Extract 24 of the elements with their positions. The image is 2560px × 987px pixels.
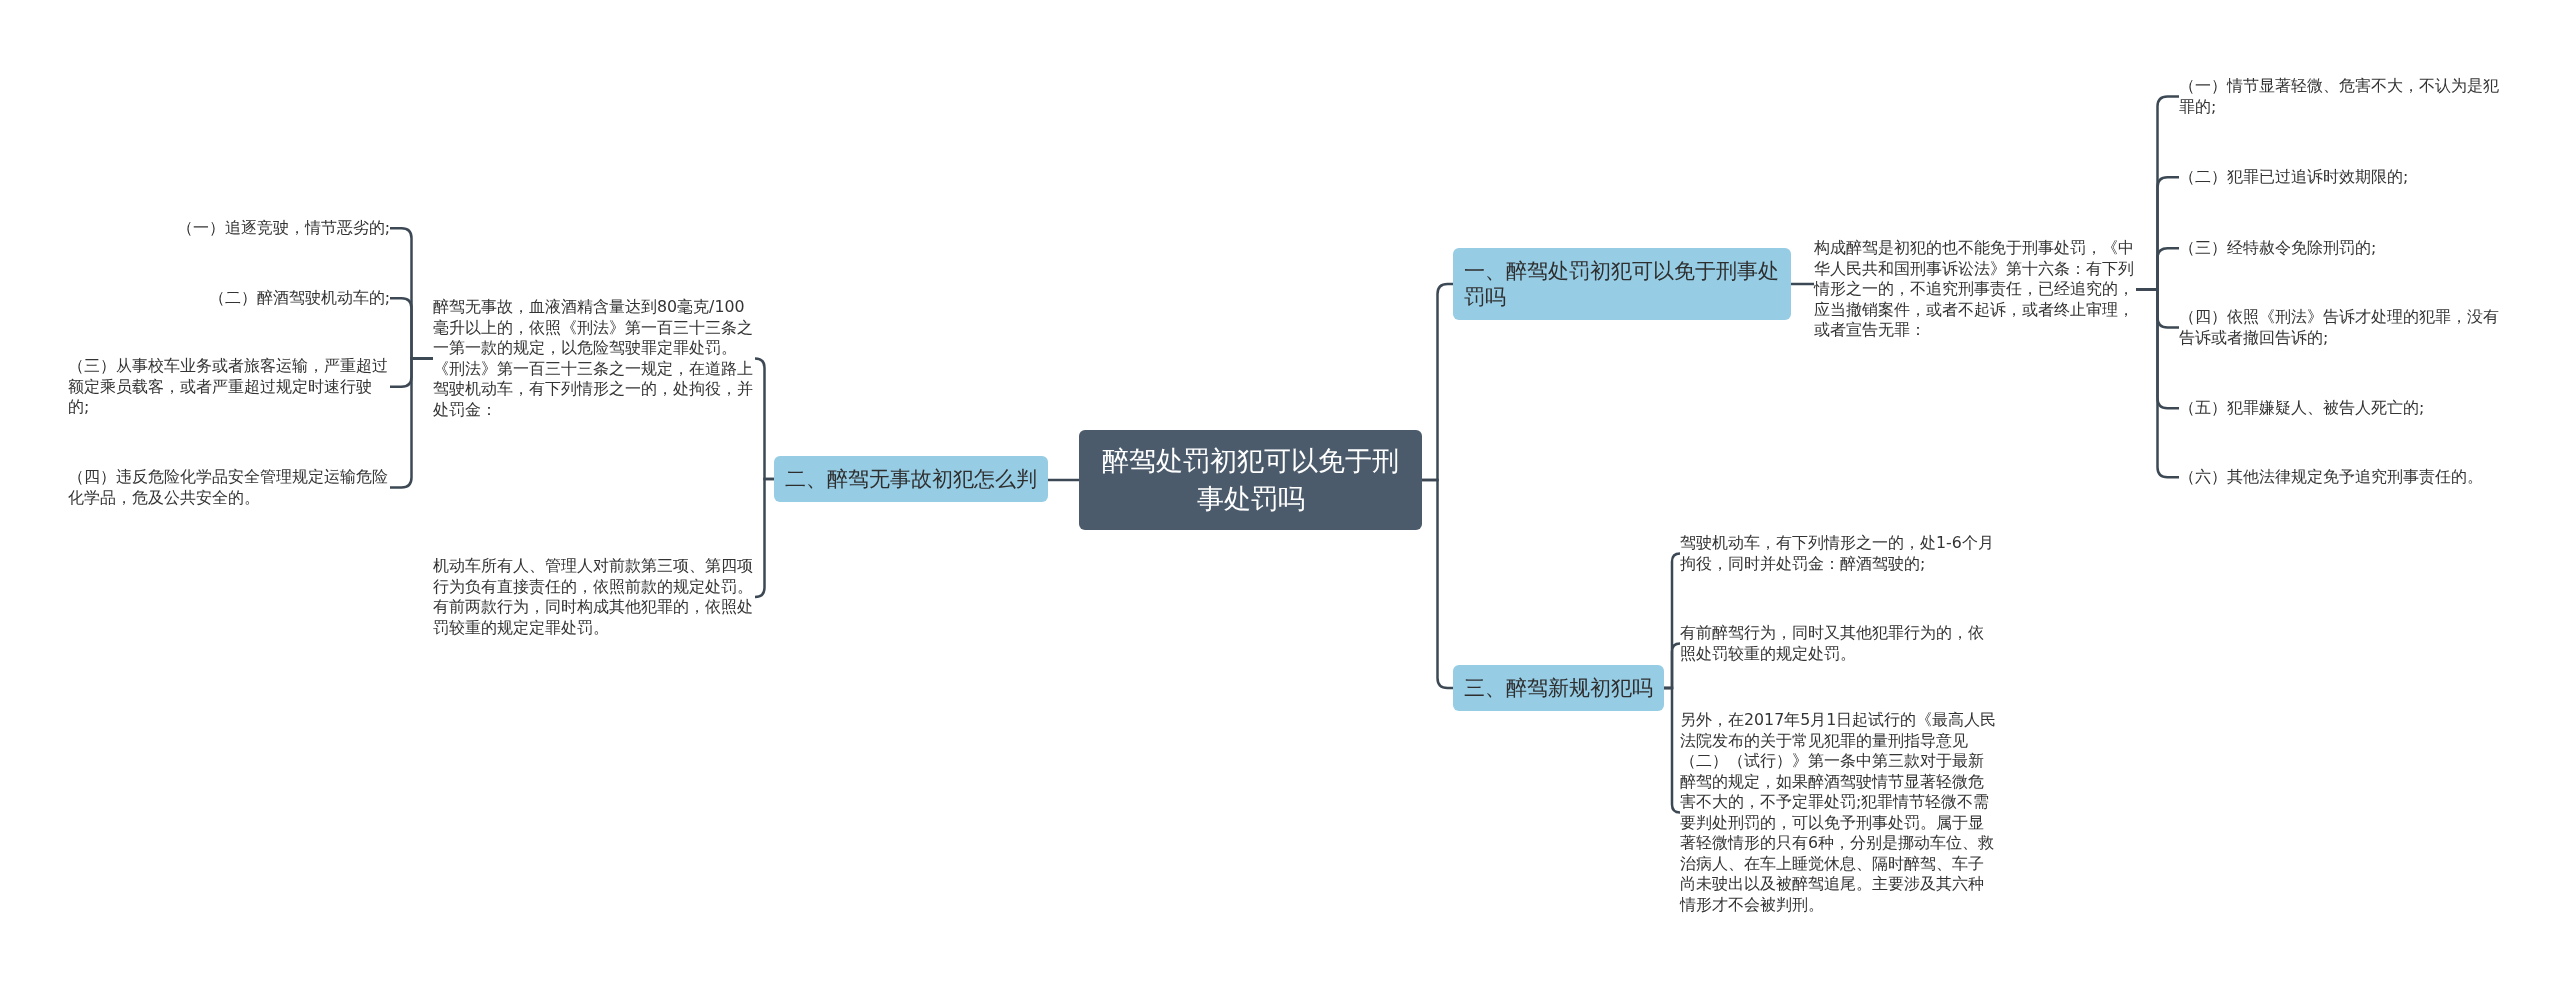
topic-text: （四）违反危险化学品安全管理规定运输危险化学品，危及公共安全的。 (68, 467, 390, 508)
connector-line (753, 477, 774, 599)
topic-text: （二）醉酒驾驶机动车的; (208, 288, 390, 309)
topic-text: （一）追逐竞驶，情节恶劣的; (176, 218, 390, 239)
topic-box: 三、醉驾新规初犯吗 (1453, 665, 1664, 711)
topic-box: 二、醉驾无事故初犯怎么判 (774, 456, 1048, 502)
topic-text: 醉驾无事故，血液酒精含量达到80毫克/100毫升以上的，依照《刑法》第一百三十三条之一第一款的规定，以危险驾驶罪定罪处罚。《刑法》第一百三十三条之一规定，在道路上驾驶机动车，有下列情形之一的，处拘役，并处罚金： (433, 297, 755, 420)
topic-text: （二）犯罪已过追诉时效期限的; (2179, 167, 2409, 188)
topic-text: （四）依照《刑法》告诉才处理的犯罪，没有告诉或者撤回告诉的; (2179, 307, 2501, 348)
topic-text: （三）从事校车业务或者旅客运输，严重超过额定乘员载客，或者严重超过规定时速行驶的; (68, 356, 390, 418)
topic-text: 机动车所有人、管理人对前款第三项、第四项行为负有直接责任的，依照前款的规定处罚。有前两款行为，同时构成其他犯罪的，依照处罚较重的规定定罪处罚。 (433, 556, 755, 638)
topic-text: （五）犯罪嫌疑人、被告人死亡的; (2179, 398, 2425, 419)
topic-text: 有前醉驾行为，同时又其他犯罪行为的，依照处罚较重的规定处罚。 (1680, 623, 1998, 664)
topic-text: 构成醉驾是初犯的也不能免于刑事处罚，《中华人民共和国刑事诉讼法》第十六条：有下列情形之一的，不追究刑事责任，已经追究的，应当撤销案件，或者不起诉，或者终止审理，或者宣告无罪： (1814, 238, 2136, 341)
topic-box: 一、醉驾处罚初犯可以免于刑事处罚吗 (1453, 248, 1791, 320)
connector-line (1048, 478, 1079, 482)
connector-line (1664, 686, 1682, 814)
topic-text: 另外，在2017年5月1日起试行的《最高人民法院发布的关于常见犯罪的量刑指导意见（二）（试行）》第一条中第三款对于最新醉驾的规定，如果醉酒驾驶情节显著轻微危害不大的，不予定罪处罚;犯罪情节轻微不需要判处刑罚的，可以免予刑事处罚。属于显著轻微情形的只有6种，分别是挪动车位、救治病人、在车上睡觉休息、隔时醉驾、车子尚未驶出以及被醉驾追尾。主要涉及其六种情形才不会被判刑。 (1680, 710, 1998, 915)
topic-text: 驾驶机动车，有下列情形之一的，处1-6个月拘役，同时并处罚金：醉酒驾驶的; (1680, 533, 1998, 574)
topic-text: （三）经特赦令免除刑罚的; (2179, 238, 2377, 259)
connector-line (1791, 282, 1814, 286)
topic-text: （一）情节显著轻微、危害不大，不认为是犯罪的; (2179, 76, 2501, 117)
central-topic-box: 醉驾处罚初犯可以免于刑事处罚吗 (1079, 430, 1422, 530)
topic-text: （六）其他法律规定免予追究刑事责任的。 (2179, 467, 2483, 488)
